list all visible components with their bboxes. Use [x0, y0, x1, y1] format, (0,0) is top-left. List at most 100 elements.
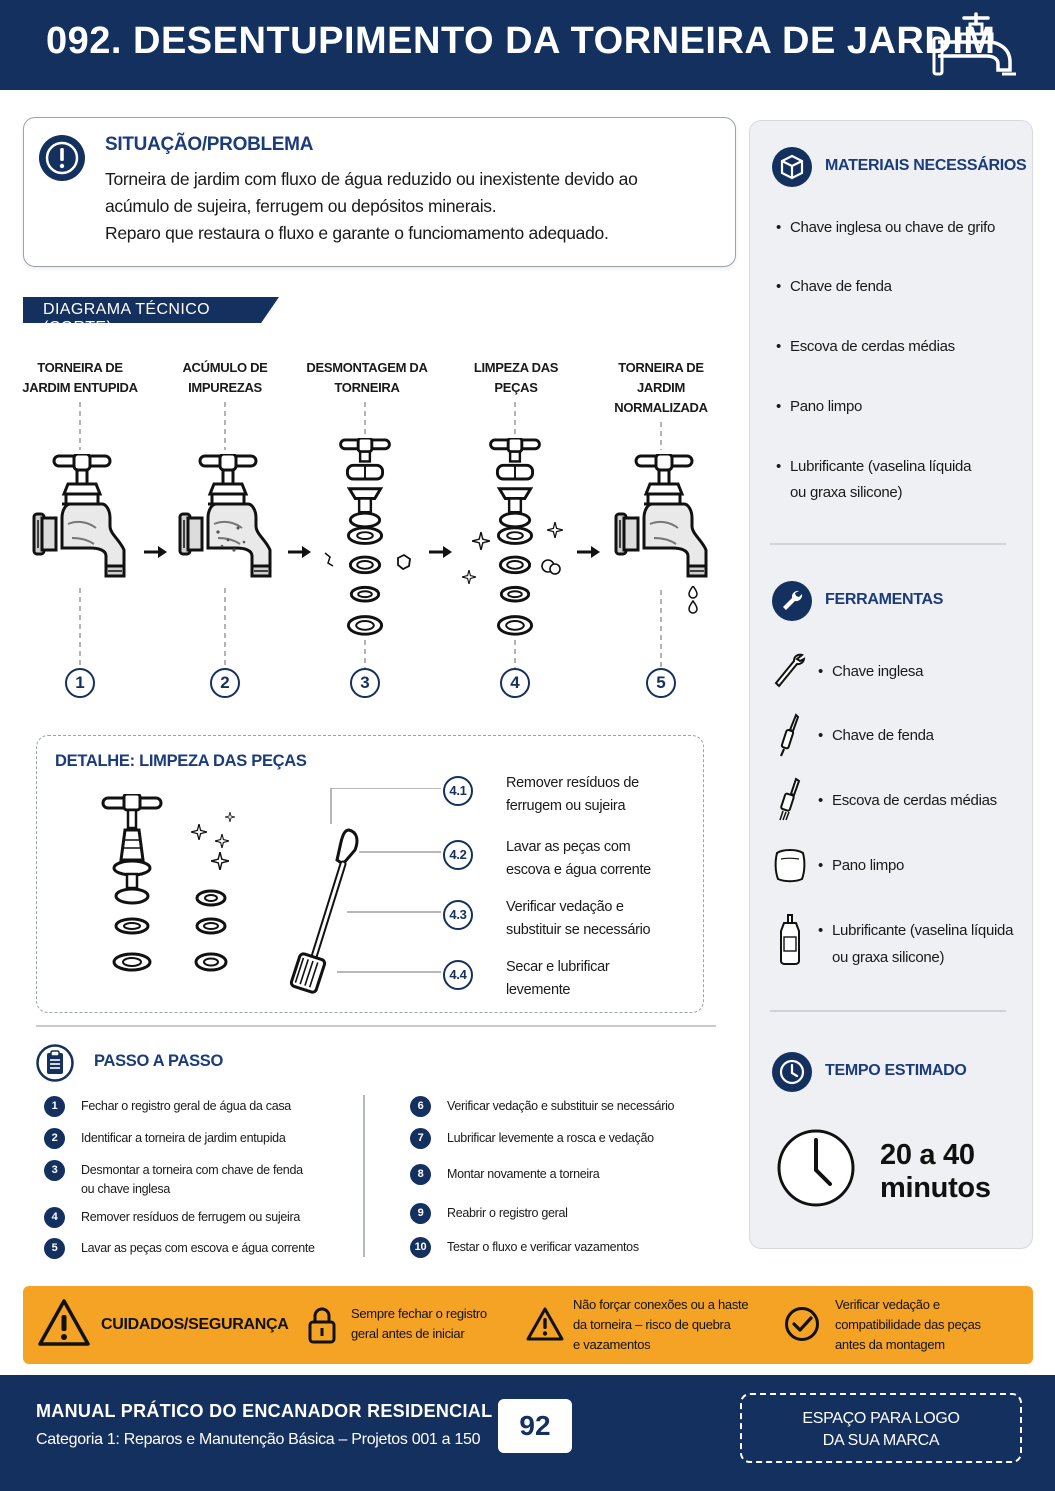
step-item: 8 Montar novamente a torneira	[410, 1164, 710, 1200]
time-heading: TEMPO ESTIMADO	[825, 1062, 967, 1079]
stage-number-4: 4	[500, 668, 530, 698]
material-item: Chave de fenda	[776, 274, 1020, 300]
brush-icon	[779, 777, 801, 821]
sparkle-icon	[462, 570, 476, 584]
stage-label-5: TORNEIRA DE JARDIM NORMALIZADA	[586, 358, 736, 418]
footer-manual-title: MANUAL PRÁTICO DO ENCANADOR RESIDENCIAL	[36, 1401, 493, 1421]
disassembled-parts-illustration	[335, 438, 395, 643]
safety-bar: CUIDADOS/SEGURANÇA Sempre fechar o regis…	[23, 1286, 1033, 1364]
time-value: 20 a 40 minutos	[880, 1139, 991, 1205]
stage-label-line: NORMALIZADA	[614, 400, 708, 415]
dirty-faucet-illustration	[178, 454, 278, 584]
step-text: Desmontar a torneira com chave de fenda …	[81, 1163, 303, 1196]
sparkle-icon	[547, 522, 563, 538]
detail-step-number: 4.4	[443, 960, 473, 990]
step-item: 3 Desmontar a torneira com chave de fend…	[44, 1160, 344, 1196]
tool-item: Pano limpo	[818, 852, 1032, 879]
step-text: Verificar vedação e substituir se necess…	[447, 1099, 675, 1113]
step-text: Fechar o registro geral de água da casa	[81, 1099, 291, 1113]
clean-parts-illustration	[485, 438, 545, 643]
detail-step-number: 4.1	[443, 776, 473, 806]
stage-label-2: ACÚMULO DE IMPUREZAS	[150, 358, 300, 398]
time-value-line: 20 a 40	[880, 1139, 975, 1171]
stage-label-line: JARDIM ENTUPIDA	[22, 380, 138, 395]
tool-item: Lubrificante (vaselina líquida ou graxa …	[818, 917, 1032, 971]
stage-label-line: TORNEIRA	[334, 380, 400, 395]
washers-sparkle-illustration	[191, 812, 235, 972]
water-drop-icon	[688, 586, 698, 614]
tool-item: Escova de cerdas médias	[818, 787, 1032, 814]
tool-item: Chave inglesa	[818, 658, 1032, 685]
sidebar-divider	[770, 543, 1006, 545]
box-icon	[772, 147, 812, 187]
step-number: 6	[410, 1096, 431, 1117]
leader-lines	[79, 402, 662, 668]
stage-number-3: 3	[350, 668, 380, 698]
stage-label-line: ACÚMULO DE	[182, 360, 268, 375]
technical-diagram: TORNEIRA DE JARDIM ENTUPIDA ACÚMULO DE I…	[20, 350, 730, 710]
page-header: 092. DESENTUPIMENTO DA TORNEIRA DE JARDI…	[0, 0, 1055, 90]
cloth-icon	[774, 849, 806, 883]
safety-label: CUIDADOS/SEGURANÇA	[101, 1316, 289, 1333]
step-number: 10	[410, 1237, 431, 1258]
step-number: 2	[44, 1128, 65, 1149]
warning-icon	[526, 1307, 564, 1341]
step-number: 7	[410, 1128, 431, 1149]
materials-heading: MATERIAIS NECESSÁRIOS	[825, 157, 1027, 174]
detail-cleaning-box: DETALHE: LIMPEZA DAS PEÇAS	[36, 735, 704, 1013]
cleaning-brush-icon	[289, 828, 359, 994]
clock-large-icon	[777, 1129, 855, 1207]
step-text: Lubrificar levemente a rosca e vedação	[447, 1131, 654, 1145]
arrow-right-icon	[577, 545, 601, 559]
detail-step-number: 4.2	[443, 840, 473, 870]
step-item: 9 Reabrir o registro geral	[410, 1203, 710, 1239]
section-divider	[36, 1025, 716, 1027]
situation-box: SITUAÇÃO/PROBLEMA Torneira de jardim com…	[23, 117, 736, 267]
situation-line: Torneira de jardim com fluxo de água red…	[105, 169, 638, 189]
diagram-section-tag: DIAGRAMA TÉCNICO (CORTE)	[23, 297, 279, 323]
stage-label-4: LIMPEZA DAS PEÇAS	[441, 358, 591, 398]
connector-lines	[330, 788, 441, 973]
lubricant-bottle-icon	[780, 914, 800, 965]
step-number: 3	[44, 1160, 65, 1181]
step-number: 5	[44, 1238, 65, 1259]
arrow-right-icon	[144, 545, 168, 559]
situation-line: acúmulo de sujeira, ferrugem ou depósito…	[105, 196, 497, 216]
step-item: 6 Verificar vedação e substituir se nece…	[410, 1096, 710, 1132]
debris-icon	[397, 553, 411, 571]
stage-number-1: 1	[65, 668, 95, 698]
step-text: Remover resíduos de ferrugem ou sujeira	[81, 1210, 300, 1224]
step-number: 9	[410, 1203, 431, 1224]
material-item: Escova de cerdas médias	[776, 334, 1020, 360]
step-item: 10 Testar o fluxo e verificar vazamentos	[410, 1237, 710, 1273]
sidebar-divider	[770, 1010, 1006, 1012]
stage-number-2: 2	[210, 668, 240, 698]
footer-category: Categoria 1: Reparos e Manutenção Básica…	[36, 1431, 481, 1448]
step-number: 4	[44, 1207, 65, 1228]
wrench-icon	[774, 653, 806, 688]
handle-stem-illustration	[101, 794, 163, 972]
faucet-icon	[932, 12, 1016, 76]
normalized-faucet-illustration	[614, 454, 714, 584]
page-title: 092. DESENTUPIMENTO DA TORNEIRA DE JARDI…	[46, 20, 996, 62]
arrow-right-icon	[429, 545, 453, 559]
situation-text: Torneira de jardim com fluxo de água red…	[105, 166, 725, 247]
stage-label-line: PEÇAS	[494, 380, 538, 395]
step-text: Testar o fluxo e verificar vazamentos	[447, 1240, 639, 1254]
step-item: 1 Fechar o registro geral de água da cas…	[44, 1096, 344, 1132]
step-text: Lavar as peças com escova e água corrent…	[81, 1241, 315, 1255]
step-by-step-section: PASSO A PASSO 1 Fechar o registro geral …	[36, 1040, 716, 1265]
step-text: Montar novamente a torneira	[447, 1167, 600, 1181]
stage-label-line: LIMPEZA DAS	[473, 360, 559, 375]
material-item: Pano limpo	[776, 394, 1020, 420]
warning-icon	[38, 1299, 90, 1346]
brand-logo-placeholder: ESPAÇO PARA LOGO DA SUA MARCA	[740, 1393, 1022, 1463]
alert-circle-icon	[39, 135, 85, 181]
stage-number-5: 5	[646, 668, 676, 698]
tool-item: Chave de fenda	[818, 722, 1032, 749]
